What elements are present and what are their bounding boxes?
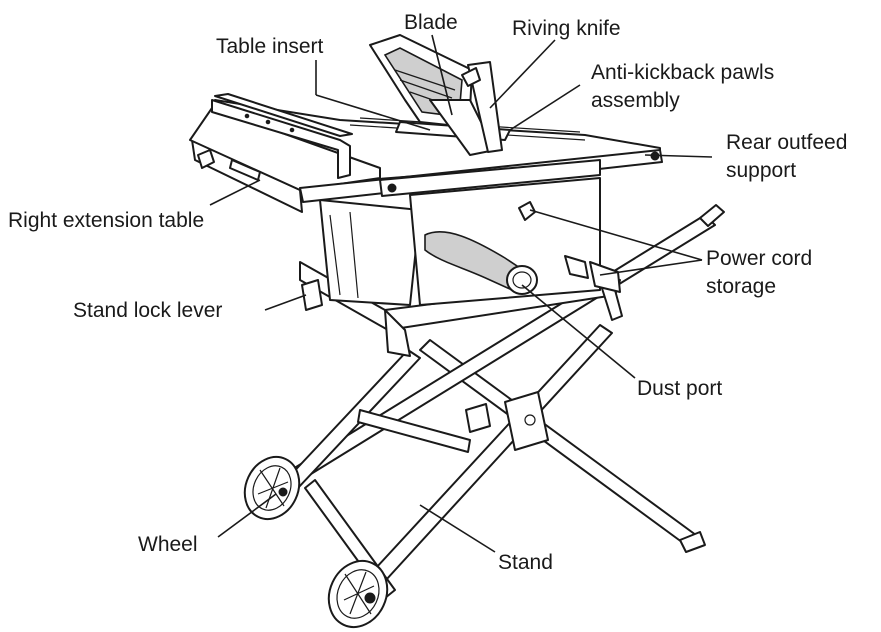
leader-wheel xyxy=(217,493,277,538)
label-table-insert: Table insert xyxy=(216,35,324,58)
leader-blade xyxy=(431,34,453,116)
label-blade: Blade xyxy=(404,11,458,34)
label-stand-lock: Stand lock lever xyxy=(73,299,223,322)
leader-table-insert-2 xyxy=(315,94,431,131)
leader-stand-lock xyxy=(264,294,307,311)
leader-anti-kickback xyxy=(509,84,581,131)
leader-rear-outfeed xyxy=(644,154,713,158)
wheel-left xyxy=(243,455,301,521)
leader-power-cord-2 xyxy=(599,259,703,276)
label-riving-knife: Riving knife xyxy=(512,17,621,40)
label-dust-port: Dust port xyxy=(637,377,723,400)
leader-dust-port xyxy=(521,284,636,379)
leader-stand xyxy=(419,504,496,553)
label-power-cord-line1: Power cord xyxy=(706,247,813,270)
blade-assembly xyxy=(369,34,503,156)
leader-power-cord-1 xyxy=(529,209,703,261)
label-anti-kickback-line2: assembly xyxy=(591,89,680,112)
leader-right-extension xyxy=(209,179,261,206)
label-wheel: Wheel xyxy=(138,533,198,556)
label-anti-kickback-line1: Anti-kickback pawls xyxy=(591,61,775,84)
leader-lines xyxy=(209,34,713,553)
wheel-right xyxy=(327,559,389,629)
label-right-extension: Right extension table xyxy=(8,209,205,232)
leader-riving-knife xyxy=(489,39,556,109)
label-rear-outfeed-line2: support xyxy=(726,159,797,182)
label-power-cord-line2: storage xyxy=(706,275,777,298)
label-rear-outfeed-line1: Rear outfeed xyxy=(726,131,848,154)
table-top xyxy=(189,93,663,213)
label-stand: Stand xyxy=(498,551,553,574)
saw-body xyxy=(299,177,623,357)
